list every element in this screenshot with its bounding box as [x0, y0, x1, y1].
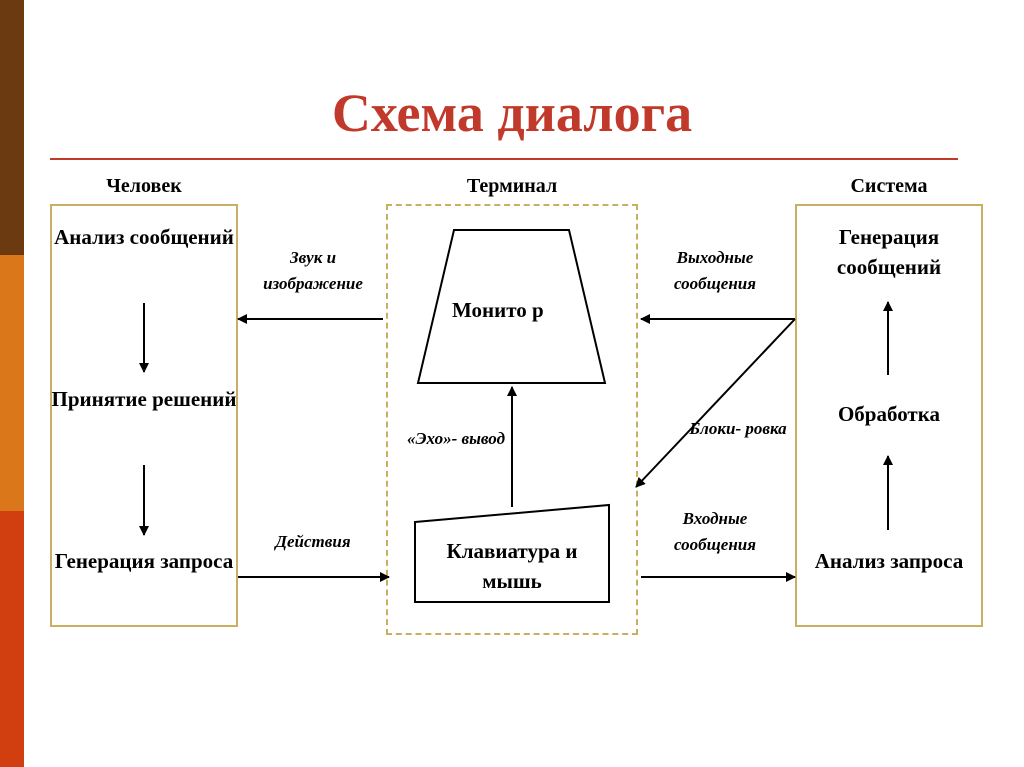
system-analysis-label: Анализ запроса: [814, 549, 964, 573]
lock-label: Блоки- ровка: [689, 419, 787, 438]
column-system: Система: [850, 175, 928, 197]
terminal-box: [386, 204, 638, 635]
actions-label: Действия: [275, 532, 351, 551]
input-messages-label: Входные сообщения: [674, 509, 756, 554]
keyboard-shape: [414, 503, 610, 603]
decor-bar-orange: [0, 255, 24, 511]
sound-image-label: Звук и изображение: [263, 248, 363, 293]
column-human: Человек: [106, 175, 182, 197]
output-messages-label: Выходные сообщения: [674, 248, 756, 293]
system-generation-label: Генерация сообщений: [836, 225, 942, 279]
human-request-label: Генерация запроса: [54, 549, 234, 573]
title-divider: [50, 158, 958, 160]
system-box: [795, 204, 983, 627]
page-title: Схема диалога: [331, 83, 693, 143]
arrow-lock: [635, 318, 796, 488]
monitor-shape: [416, 229, 607, 384]
human-box: [50, 204, 238, 627]
decor-bar-dark: [0, 0, 24, 255]
decor-bar-red: [0, 511, 24, 767]
monitor-label: Монито р: [452, 298, 544, 322]
column-terminal: Терминал: [466, 175, 558, 197]
human-decision-label: Принятие решений: [51, 387, 237, 411]
echo-label: «Эхо»- вывод: [406, 429, 506, 448]
keyboard-label: Клавиатура и мышь: [446, 539, 578, 593]
system-processing-label: Обработка: [837, 402, 941, 426]
human-analysis-label: Анализ сообщений: [54, 225, 234, 249]
